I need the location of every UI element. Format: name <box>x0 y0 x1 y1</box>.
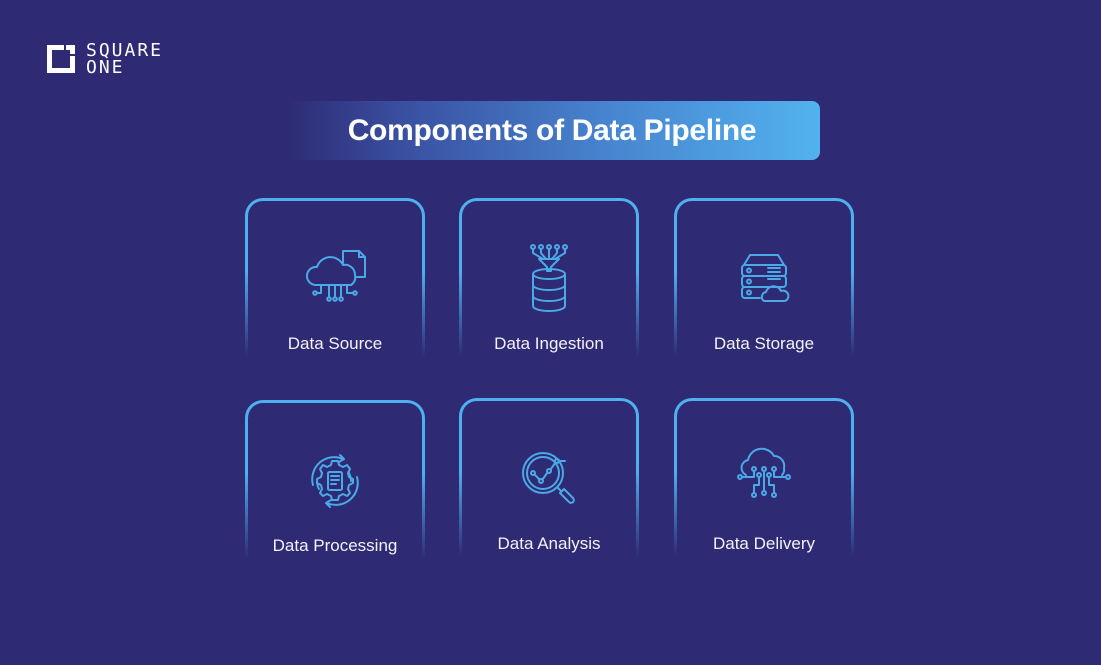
component-card-data-ingestion: Data Ingestion <box>459 198 639 358</box>
component-label: Data Processing <box>272 536 398 555</box>
component-label: Data Storage <box>713 334 815 353</box>
server-cloud-icon <box>741 254 790 302</box>
square-one-logo-icon <box>47 45 75 73</box>
gear-document-cycle-icon <box>311 454 359 508</box>
page-title: Components of Data Pipeline <box>347 113 757 147</box>
component-label: Data Delivery <box>712 534 816 553</box>
cloud-network-icon <box>737 447 791 498</box>
component-card-data-storage: Data Storage <box>674 198 854 358</box>
funnel-database-icon <box>530 244 568 312</box>
brand-name: SQUARE ONE <box>86 40 164 78</box>
component-card-data-processing: Data Processing <box>245 400 425 560</box>
component-label: Data Ingestion <box>494 334 604 353</box>
component-card-data-delivery: Data Delivery <box>674 398 854 558</box>
title-banner: Components of Data Pipeline <box>284 101 820 160</box>
brand-line-2: ONE <box>86 57 125 78</box>
component-label: Data Source <box>287 334 383 353</box>
cloud-document-icon <box>306 250 366 302</box>
square-one-logo: SQUARE ONE <box>44 40 164 78</box>
component-card-data-analysis: Data Analysis <box>459 398 639 558</box>
magnifier-chart-icon <box>522 452 575 504</box>
brand-line-1: SQUARE <box>86 40 164 61</box>
component-label: Data Analysis <box>497 534 601 553</box>
component-card-data-source: Data Source <box>245 198 425 358</box>
